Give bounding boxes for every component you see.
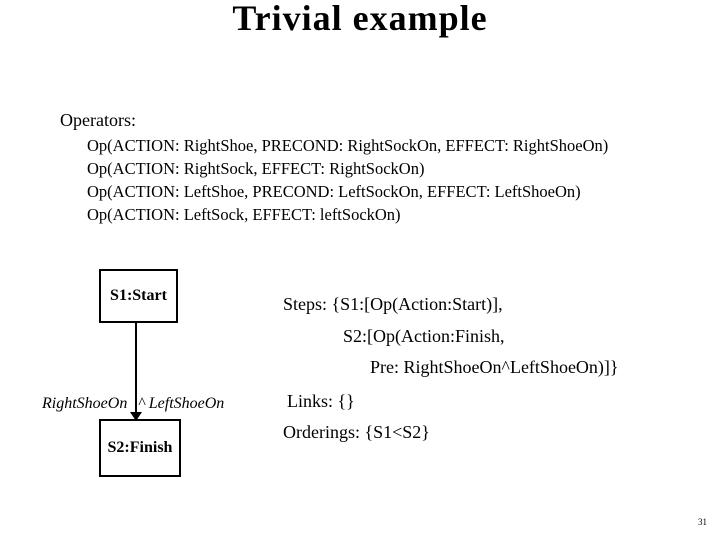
finish-node-label: S2:Finish	[107, 439, 173, 456]
operator-line-1: Op(ACTION: RightShoe, PRECOND: RightSock…	[87, 136, 609, 155]
operator-line-3: Op(ACTION: LeftShoe, PRECOND: LeftSockOn…	[87, 182, 581, 201]
slide-title: Trivial example	[232, 0, 488, 38]
page-number: 31	[698, 517, 707, 527]
steps-line-1: Steps: {S1:[Op(Action:Start)],	[283, 294, 503, 314]
finish-node-box: S2:Finish	[99, 419, 181, 477]
edge-condition-right: ^ LeftShoeOn	[138, 395, 225, 412]
operator-line-2: Op(ACTION: RightSock, EFFECT: RightSockO…	[87, 159, 425, 178]
edge-condition-left: RightShoeOn	[42, 395, 128, 412]
operators-heading: Operators:	[60, 110, 136, 130]
steps-line-3: Pre: RightShoeOn^LeftShoeOn)]}	[370, 357, 619, 377]
orderings-line: Orderings: {S1<S2}	[283, 422, 430, 442]
steps-line-2: S2:[Op(Action:Finish,	[343, 326, 505, 346]
links-line: Links: {}	[287, 391, 355, 411]
edge-line	[135, 323, 137, 413]
start-node-label: S1:Start	[110, 287, 167, 304]
start-node-box: S1:Start	[99, 269, 178, 323]
arrow-down-icon	[130, 412, 142, 421]
operator-line-4: Op(ACTION: LeftSock, EFFECT: leftSockOn)	[87, 205, 401, 224]
